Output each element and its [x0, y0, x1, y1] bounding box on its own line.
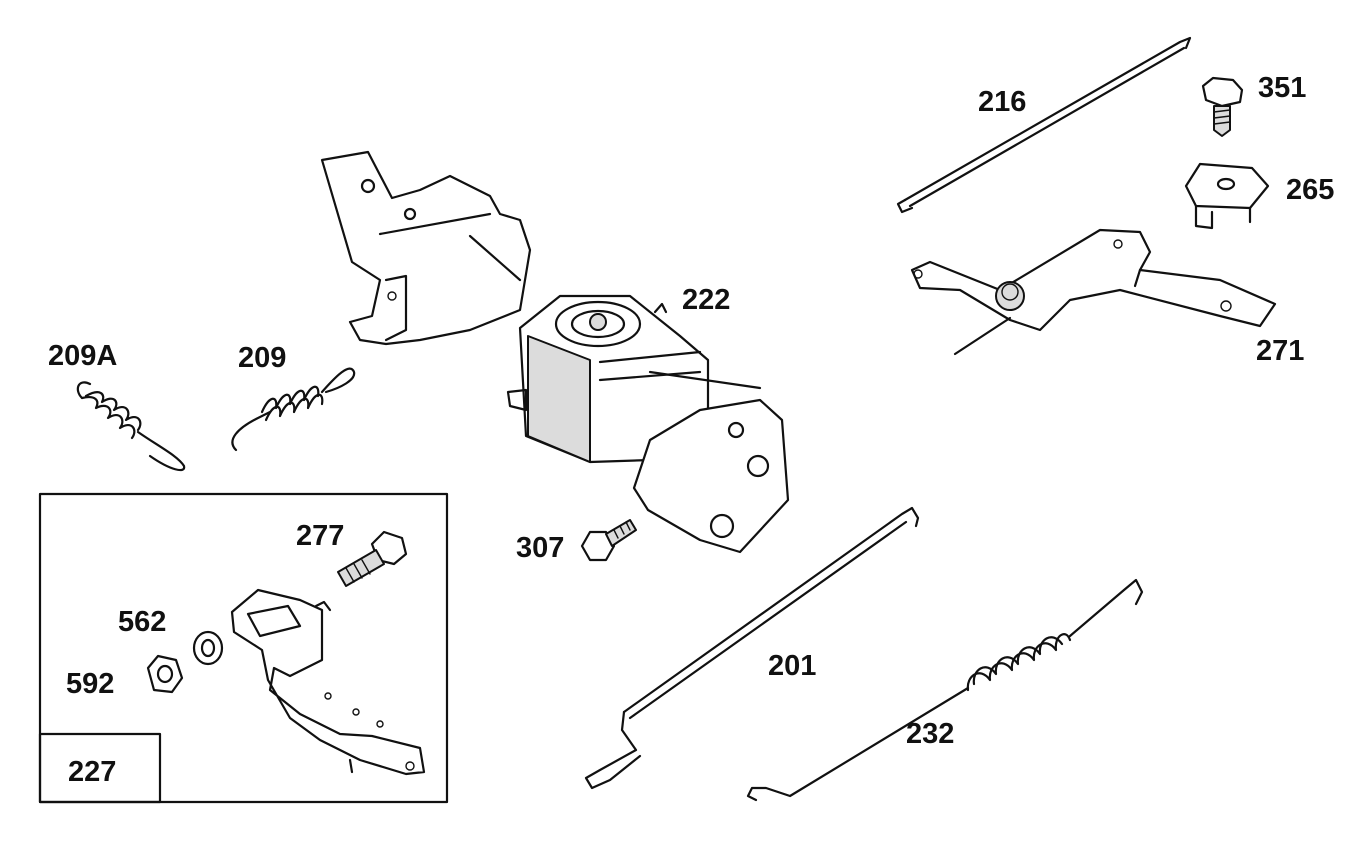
label-265: 265	[1286, 174, 1335, 206]
label-201: 201	[768, 650, 817, 682]
label-351: 351	[1258, 72, 1307, 104]
label-216: 216	[978, 86, 1027, 118]
label-222: 222	[682, 284, 731, 316]
part-201-rod	[584, 506, 920, 790]
part-222-solenoid	[506, 294, 710, 464]
label-592: 592	[66, 668, 115, 700]
part-592-nut	[146, 654, 184, 694]
label-209A: 209A	[48, 340, 118, 372]
label-277: 277	[296, 520, 345, 552]
label-307: 307	[516, 532, 565, 564]
part-232-spring	[746, 578, 1144, 802]
label-209: 209	[238, 342, 287, 374]
part-307-bolt	[580, 519, 637, 562]
part-227-lever	[230, 588, 426, 776]
inset-227-box	[38, 492, 449, 804]
label-232: 232	[906, 718, 955, 750]
part-265-clip	[1184, 162, 1270, 230]
part-main-bracket	[320, 150, 532, 346]
part-209-spring	[231, 367, 356, 452]
part-277-bolt	[337, 530, 408, 587]
part-209A-spring	[76, 381, 186, 472]
part-562-washer	[192, 630, 224, 666]
part-271-bracket	[910, 228, 1277, 356]
part-mount-plate	[632, 370, 790, 554]
part-216-rod	[896, 36, 1192, 214]
part-351-bolt	[1201, 76, 1244, 137]
label-271: 271	[1256, 335, 1305, 367]
label-562: 562	[118, 606, 167, 638]
label-227: 227	[68, 756, 117, 788]
